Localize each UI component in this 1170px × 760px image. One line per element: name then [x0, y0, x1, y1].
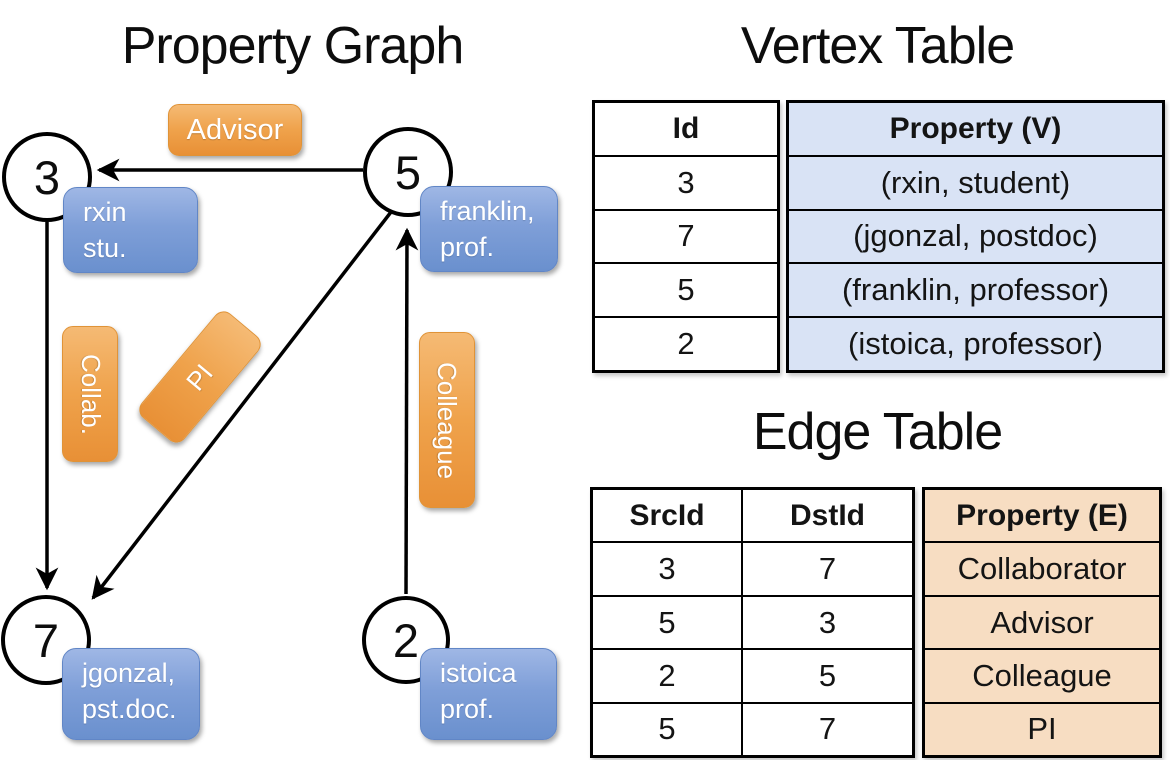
edge-table-src-cell: 3: [593, 541, 741, 594]
vertex-property-line: rxin: [83, 197, 127, 227]
vertex-table-property-cell: (istoica, professor): [789, 316, 1162, 370]
edge-table-src-dst-columns: SrcId 3 5 2 5 DstId 7 3 5 7: [590, 487, 915, 758]
vertex-table-id-header: Id: [672, 111, 700, 145]
vertex-table-id-cell: 2: [595, 316, 777, 370]
vertex-table-property-cell: (franklin, professor): [789, 262, 1162, 317]
edge-label-colleague: Colleague: [419, 332, 475, 508]
edge-table-property-cell: Advisor: [925, 594, 1159, 649]
edge-pi-arrow: [91, 210, 393, 600]
edge-table-property-cell: Colleague: [925, 648, 1159, 702]
edge-label-text: Colleague: [432, 361, 463, 479]
edge-table-src-cell: 5: [593, 594, 741, 648]
vertex-table-property-column: Property (V) (rxin, student) (jgonzal, p…: [786, 100, 1165, 373]
vertex-property-line: jgonzal,: [82, 658, 176, 688]
edge-table-title: Edge Table: [752, 403, 1003, 461]
vertex-circle-5: 5: [363, 127, 453, 217]
edge-table-dst-header: DstId: [790, 498, 865, 532]
vertex-id-label: 5: [394, 145, 422, 199]
edge-colleague-arrow: [395, 227, 419, 595]
edge-table-src-column: SrcId 3 5 2 5: [593, 490, 741, 755]
vertex-id-label: 3: [33, 150, 61, 204]
vertex-table-property-cell: (rxin, student): [789, 154, 1162, 209]
vertex-table-id-cell: 3: [595, 154, 777, 209]
edge-label-text: PI: [180, 357, 220, 396]
vertex-property-line: pst.doc.: [82, 694, 177, 724]
vertex-id-label: 2: [392, 613, 420, 667]
edge-table-src-cell: 2: [593, 648, 741, 701]
vertex-table-id-column: Id 3 7 5 2: [592, 100, 780, 373]
vertex-property-box-istoica: istoica prof.: [420, 648, 557, 740]
edge-table-property-column: Property (E) Collaborator Advisor Collea…: [922, 487, 1162, 758]
edge-label-text: Advisor: [186, 113, 284, 146]
property-graph-title: Property Graph: [121, 17, 465, 75]
vertex-table-title: Vertex Table: [740, 17, 1015, 75]
vertex-property-line: istoica: [440, 658, 517, 688]
edge-label-text: Collab.: [75, 353, 106, 435]
edge-table-src-header: SrcId: [629, 498, 705, 532]
edge-label-advisor: Advisor: [168, 104, 302, 156]
vertex-property-box-rxin: rxin stu.: [63, 187, 198, 273]
edge-table-src-cell: 5: [593, 701, 741, 755]
edge-table-property-cell: Collaborator: [925, 541, 1159, 595]
vertex-table-id-cell: 5: [595, 262, 777, 316]
edge-table-dst-cell: 5: [743, 648, 912, 701]
vertex-table-property-cell: (jgonzal, postdoc): [789, 208, 1162, 263]
vertex-property-box-franklin: franklin, prof.: [420, 186, 558, 272]
vertex-property-box-jgonzal: jgonzal, pst.doc.: [62, 648, 200, 740]
edge-table-property-cell: PI: [925, 701, 1159, 756]
edge-table-dst-cell: 7: [743, 541, 912, 594]
edge-label-collab: Collab.: [62, 326, 118, 462]
vertex-property-line: franklin,: [440, 196, 535, 226]
vertex-id-label: 7: [32, 613, 60, 667]
graph-edges-layer: [35, 158, 419, 600]
vertex-table-id-cell: 7: [595, 208, 777, 263]
edge-table-dst-cell: 7: [743, 701, 912, 755]
vertex-table-property-header: Property (V): [789, 103, 1162, 155]
vertex-circle-2: 2: [362, 596, 450, 684]
vertex-property-line: stu.: [83, 233, 127, 263]
edge-table-property-header: Property (E): [925, 490, 1159, 542]
vertex-property-line: prof.: [440, 232, 495, 262]
vertex-property-line: prof.: [440, 694, 495, 724]
edge-table-dst-column: DstId 7 3 5 7: [741, 490, 912, 755]
edge-table-dst-cell: 3: [743, 594, 912, 648]
